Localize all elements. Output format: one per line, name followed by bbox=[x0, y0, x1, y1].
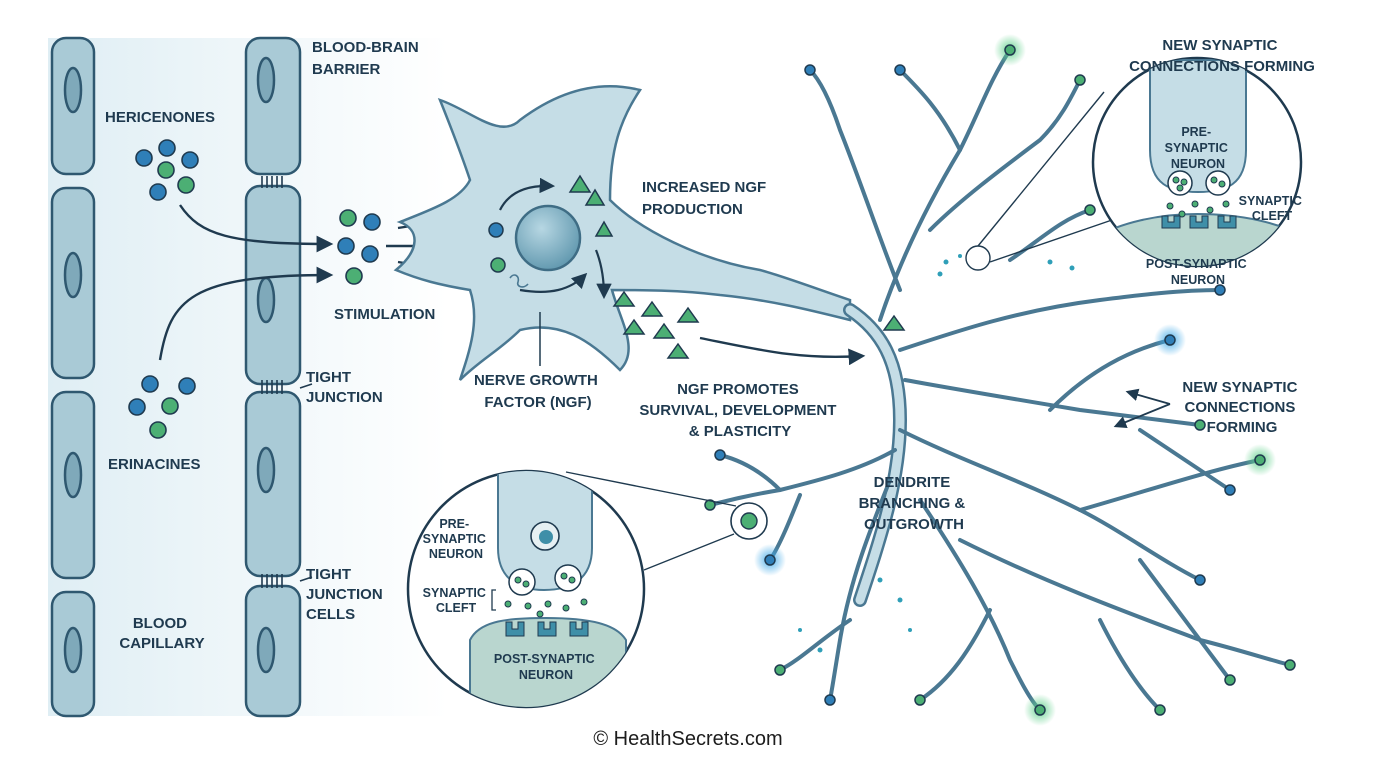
inset-top-post-synaptic: POST-SYNAPTIC NEURON bbox=[1146, 257, 1250, 287]
ngf-arrow bbox=[699, 336, 866, 366]
label-dendrite-branching: DENDRITE BRANCHING & OUTGROWTH bbox=[859, 474, 970, 533]
blood-brain-barrier-wall bbox=[244, 36, 302, 718]
tight-junction-marks bbox=[261, 176, 283, 588]
label-ngf-promotes: NGF PROMOTES SURVIVAL, DEVELOPMENT & PLA… bbox=[639, 381, 840, 440]
blood-capillary-wall bbox=[50, 36, 96, 718]
label-new-synaptic-top: NEW SYNAPTIC CONNECTIONS FORMING bbox=[1129, 37, 1315, 75]
inset-top-synaptic-cleft: SYNAPTIC CLEFT bbox=[1239, 194, 1306, 223]
floating-particles bbox=[798, 254, 1075, 653]
label-stimulation: STIMULATION bbox=[334, 306, 435, 323]
label-hericenones: HERICENONES bbox=[105, 109, 215, 126]
synapse-inset-top bbox=[1091, 56, 1303, 268]
erinacines-molecules bbox=[128, 375, 196, 439]
dendrite-terminals bbox=[704, 34, 1296, 726]
label-tight-junction: TIGHT JUNCTION bbox=[306, 369, 383, 406]
ngf-triangles-outer bbox=[612, 290, 906, 359]
stimulation-molecules bbox=[337, 209, 381, 285]
inset-bottom-synaptic-cleft: SYNAPTIC CLEFT bbox=[423, 586, 490, 615]
magnify-connectors bbox=[565, 91, 1113, 571]
copyright-footer: © HealthSecrets.com bbox=[593, 728, 783, 750]
label-erinacines: ERINACINES bbox=[108, 456, 201, 473]
label-blood-capillary: BLOOD CAPILLARY bbox=[119, 615, 204, 652]
inset-top-pre-synaptic: PRE- SYNAPTIC NEURON bbox=[1165, 125, 1232, 171]
inset-bottom-post-synaptic: POST-SYNAPTIC NEURON bbox=[494, 652, 598, 682]
label-new-synaptic-right: NEW SYNAPTIC CONNECTIONS FORMING bbox=[1182, 379, 1301, 436]
label-nerve-growth-factor: NERVE GROWTH FACTOR (NGF) bbox=[474, 372, 602, 411]
neuron-cell-body bbox=[393, 85, 852, 381]
nucleus bbox=[514, 204, 582, 272]
ngf-triangles-inner bbox=[568, 174, 614, 237]
label-increased-ngf: INCREASED NGF PRODUCTION bbox=[642, 179, 770, 218]
label-blood-brain-barrier: BLOOD-BRAIN BARRIER bbox=[312, 39, 423, 78]
connection-pointer-arrows bbox=[1113, 388, 1171, 429]
label-tight-junction-cells: TIGHT JUNCTION CELLS bbox=[306, 566, 387, 623]
dendrite-tree bbox=[708, 48, 1292, 712]
inset-bottom-pre-synaptic: PRE- SYNAPTIC NEURON bbox=[423, 517, 490, 561]
hericenones-molecules bbox=[135, 139, 199, 201]
